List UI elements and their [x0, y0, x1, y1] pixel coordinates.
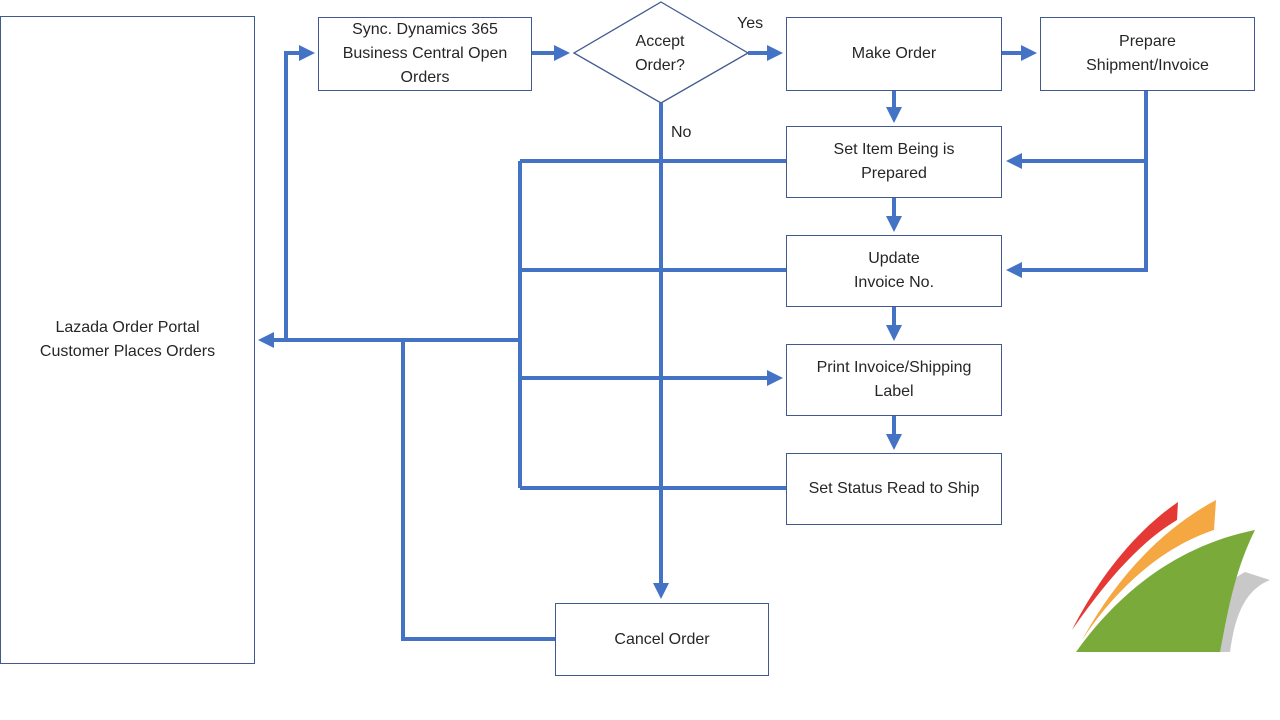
company-logo-icon	[1072, 500, 1270, 652]
node-label: Sync. Dynamics 365	[352, 21, 498, 38]
node-label: Business Central Open	[342, 45, 508, 62]
node-print-label[interactable]: Print Invoice/Shipping Label	[786, 344, 1002, 416]
logo-orange-swoosh	[1082, 500, 1216, 640]
node-label: Set Item Being is	[833, 141, 955, 158]
node-prepare-shipment[interactable]: Prepare Shipment/Invoice	[1040, 17, 1255, 91]
node-sync-dynamics[interactable]: Sync. Dynamics 365 Business Central Open…	[318, 17, 532, 91]
edge-label-no: No	[671, 124, 692, 141]
node-label: Invoice No.	[853, 274, 935, 291]
node-set-item-prepared[interactable]: Set Item Being is Prepared	[786, 126, 1002, 198]
node-label: Order?	[635, 57, 685, 74]
node-label: Update	[868, 250, 920, 267]
node-update-invoice[interactable]: Update Invoice No.	[786, 235, 1002, 307]
edge-portal-to-sync	[284, 45, 315, 340]
edge-cancel-to-portal	[401, 340, 555, 641]
node-label: Set Status Read to Ship	[808, 480, 980, 497]
edge-prepare-trunk	[1006, 91, 1148, 278]
node-label: Lazada Order Portal	[55, 319, 200, 336]
node-lazada-portal[interactable]: Lazada Order Portal Customer Places Orde…	[0, 16, 255, 664]
node-label: Shipment/Invoice	[1086, 57, 1209, 74]
node-label: Accept	[635, 33, 685, 50]
node-make-order[interactable]: Make Order	[786, 17, 1002, 91]
node-cancel-order[interactable]: Cancel Order	[555, 603, 769, 676]
node-label: Cancel Order	[614, 630, 710, 648]
node-label: Customer Places Orders	[39, 343, 216, 360]
node-label: Print Invoice/Shipping	[816, 359, 972, 376]
edge-label-yes: Yes	[737, 15, 764, 32]
logo-red-swoosh	[1072, 502, 1178, 630]
node-label: Label	[874, 383, 914, 400]
node-label: Make Order	[851, 45, 937, 62]
node-label: Orders	[400, 69, 450, 86]
node-label: Prepared	[861, 165, 927, 182]
logo-green-swoosh	[1076, 530, 1255, 652]
decision-label: Accept Order?	[600, 30, 720, 78]
node-label: Prepare	[1119, 33, 1176, 50]
node-ready-to-ship[interactable]: Set Status Read to Ship	[786, 453, 1002, 525]
